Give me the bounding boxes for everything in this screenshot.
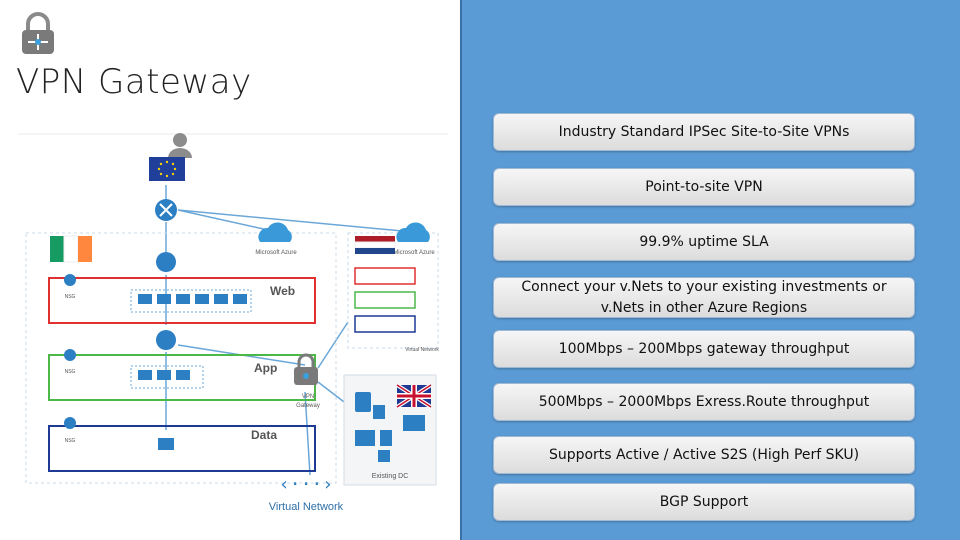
- features-panel: Industry Standard IPSec Site-to-Site VPN…: [460, 0, 960, 540]
- feature-item: Industry Standard IPSec Site-to-Site VPN…: [493, 113, 915, 151]
- feature-item: Connect your v.Nets to your existing inv…: [493, 277, 915, 318]
- lb-icon-app: [156, 330, 176, 350]
- feature-item: 500Mbps – 2000Mbps Exress.Route throughp…: [493, 383, 915, 421]
- svg-text:App: App: [254, 361, 277, 375]
- page-title: VPN Gateway: [16, 62, 252, 102]
- user-icon: [173, 133, 187, 147]
- feature-item: BGP Support: [493, 483, 915, 521]
- data-subnet: [48, 425, 316, 472]
- vpn-lock-icon: [22, 12, 54, 54]
- feature-item: 99.9% uptime SLA: [493, 223, 915, 261]
- ireland-flag: [50, 236, 64, 262]
- feature-item: Point-to-site VPN: [493, 168, 915, 206]
- svg-text:Existing DC: Existing DC: [372, 473, 409, 480]
- azure-cloud-icon-right: [396, 222, 430, 242]
- feature-item: Supports Active / Active S2S (High Perf …: [493, 436, 915, 474]
- svg-text:Data: Data: [251, 428, 277, 442]
- svg-text:VPN: VPN: [302, 394, 314, 400]
- vpn-gateway-icon: [294, 353, 318, 385]
- svg-text:Gateway: Gateway: [296, 403, 320, 409]
- lb-icon-web: [156, 252, 176, 272]
- eu-flag: [149, 157, 185, 181]
- feature-item: 100Mbps – 200Mbps gateway throughput: [493, 330, 915, 368]
- db-server-icon: [158, 438, 174, 450]
- azure-cloud-icon: [258, 222, 292, 242]
- web-subnet: [48, 277, 316, 324]
- vnet-icon: ‹···›: [279, 474, 333, 495]
- svg-text:NSG: NSG: [65, 438, 76, 444]
- uk-flag: [395, 383, 433, 409]
- netherlands-flag: [355, 236, 395, 242]
- svg-text:Virtual Network: Virtual Network: [405, 347, 439, 353]
- svg-text:NSG: NSG: [65, 294, 76, 300]
- svg-text:Web: Web: [270, 284, 295, 298]
- svg-text:Microsoft Azure: Microsoft Azure: [393, 250, 435, 256]
- svg-text:NSG: NSG: [65, 369, 76, 375]
- svg-text:Microsoft Azure: Microsoft Azure: [255, 250, 297, 256]
- architecture-diagram: Microsoft Azure Microsoft Azure Virtual …: [18, 133, 448, 513]
- svg-text:Virtual Network: Virtual Network: [269, 501, 344, 513]
